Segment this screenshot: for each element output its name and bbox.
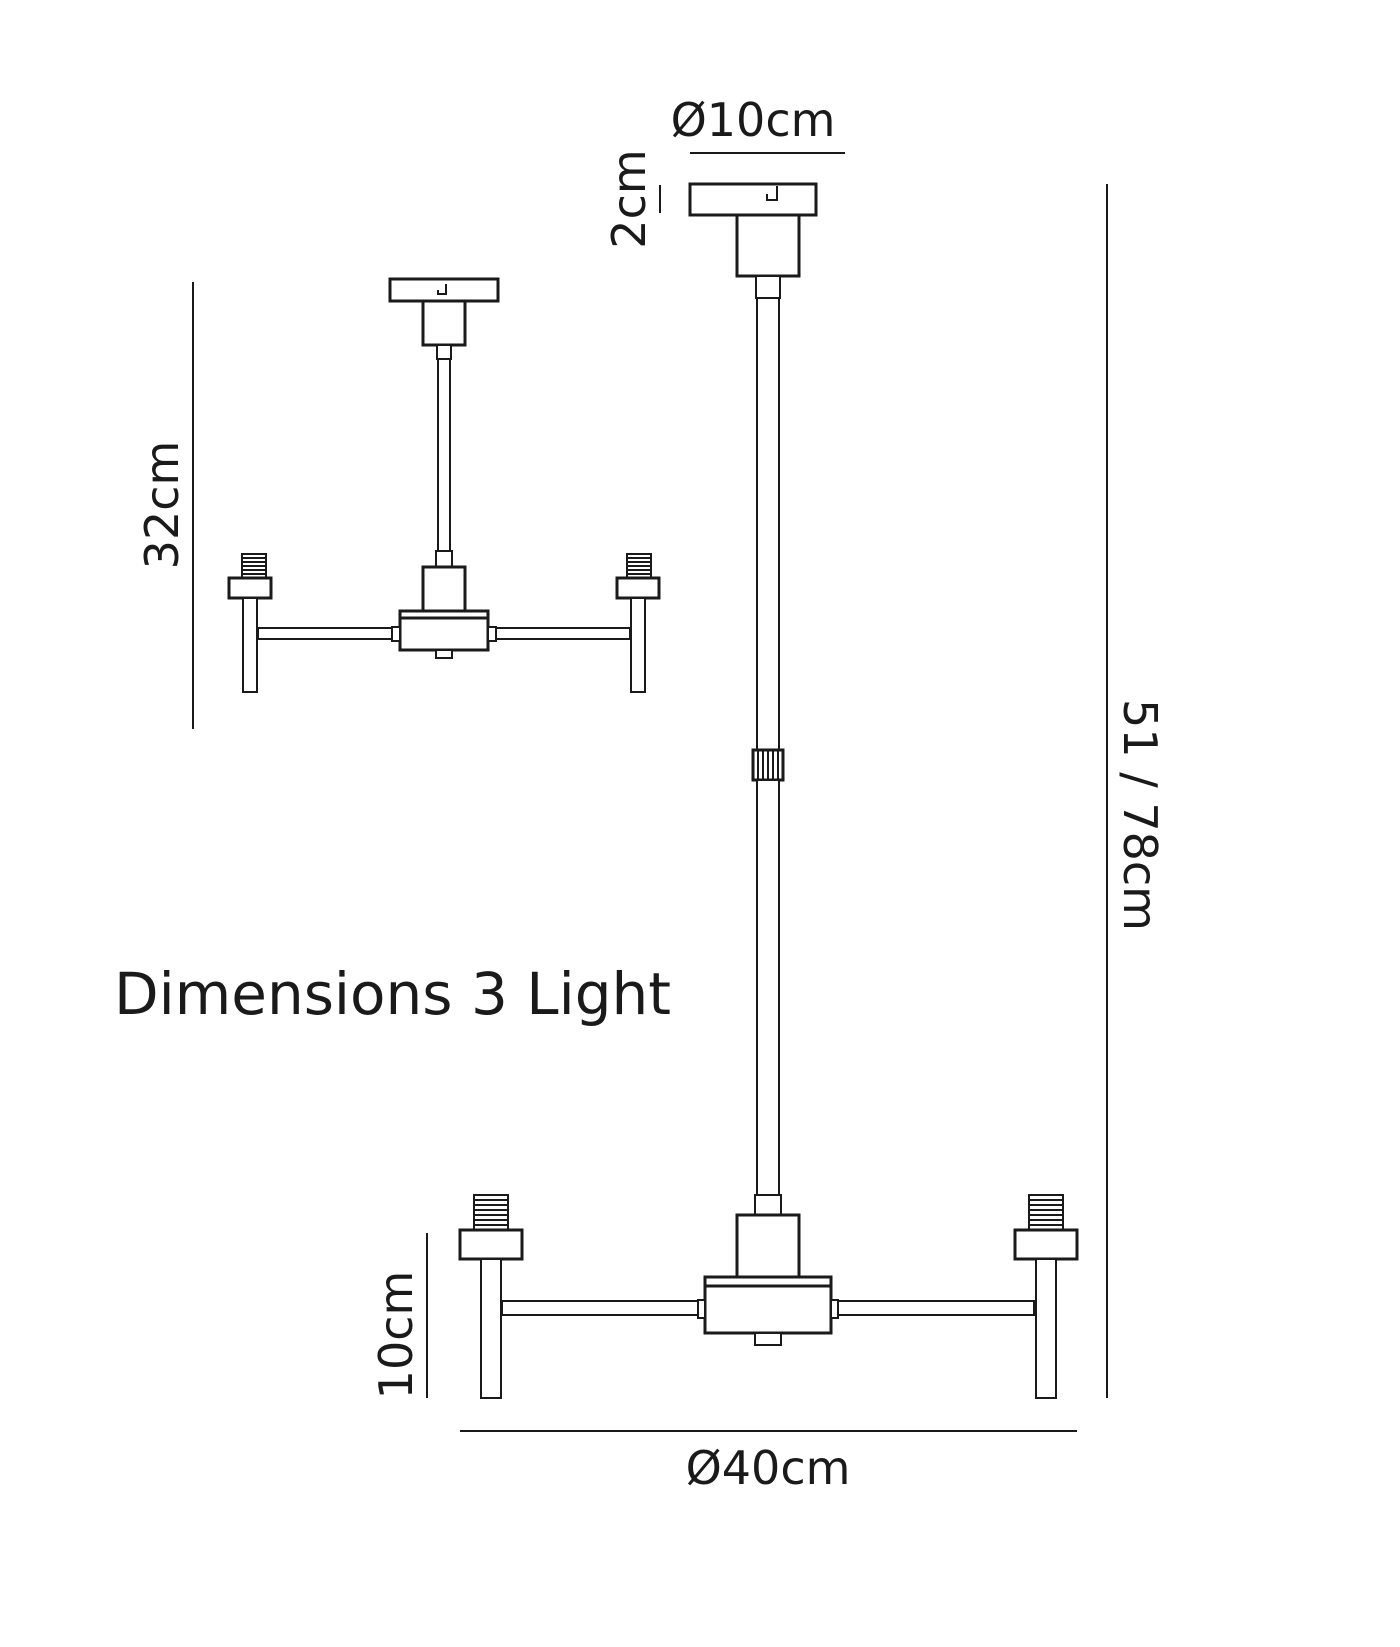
holder-height-label: 10cm xyxy=(369,1271,423,1400)
overall-diameter-label: Ø40cm xyxy=(686,1441,851,1495)
canopy-height-label: 2cm xyxy=(602,149,656,248)
large-fixture-drawing xyxy=(458,182,1079,1399)
min-height-label: 32cm xyxy=(135,441,189,570)
small-fixture-drawing xyxy=(227,277,661,693)
page-title: Dimensions 3 Light xyxy=(114,960,671,1028)
canopy-diameter-label: Ø10cm xyxy=(671,93,836,147)
drop-height-label: 51 / 78cm xyxy=(1113,699,1167,931)
